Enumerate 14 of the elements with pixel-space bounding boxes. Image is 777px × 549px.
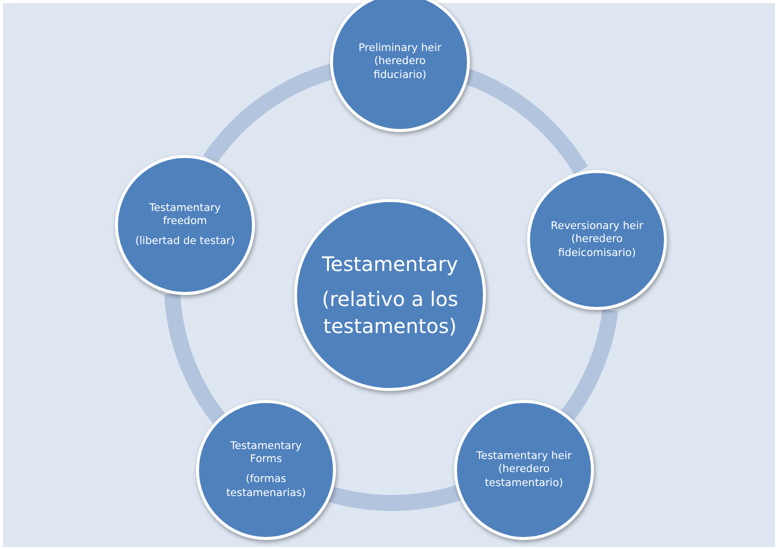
node-text: Reversionary heir (heredero fideicomisario) bbox=[550, 220, 644, 260]
node-text: (relativo a los testamentos) bbox=[320, 286, 460, 340]
ring-connector bbox=[560, 308, 618, 422]
node-text: Preliminary heir (heredero fiduciario) bbox=[358, 42, 442, 82]
node-text: (formas testamenarias) bbox=[225, 473, 307, 500]
node-text: (libertad de testar) bbox=[135, 234, 235, 248]
ring-connector bbox=[328, 484, 462, 511]
node-text: Testamentary bbox=[322, 250, 458, 278]
node-text: Testamentary heir (heredero testamentario) bbox=[475, 450, 573, 490]
ring-connector bbox=[204, 64, 334, 164]
ring-connector bbox=[164, 292, 226, 424]
ring-connector bbox=[464, 68, 588, 175]
node-text: Testamentary freedom bbox=[148, 202, 222, 229]
node-text: Testamentary Forms bbox=[229, 440, 303, 467]
